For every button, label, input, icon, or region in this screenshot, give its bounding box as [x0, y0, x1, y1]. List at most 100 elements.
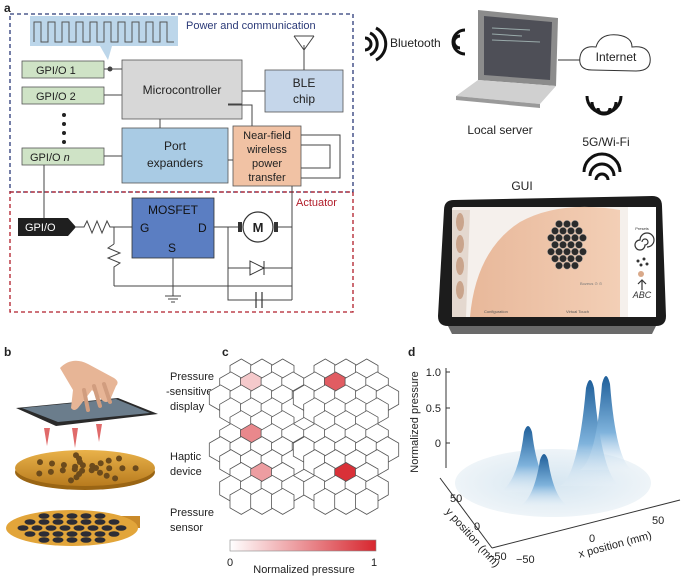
wifi-label: 5G/Wi-Fi — [582, 135, 629, 149]
gui-actuator-dot — [567, 254, 575, 263]
gui-abc: ABC — [632, 290, 652, 300]
sensor-cell — [66, 519, 78, 525]
sensor-cell — [108, 531, 120, 537]
gui-actuator-dot — [575, 227, 583, 235]
actuator-dot — [68, 477, 74, 484]
microcontroller-label: Microcontroller — [143, 83, 222, 97]
hand-icon — [638, 271, 644, 277]
sensor-cell — [38, 531, 50, 537]
colorbar-min: 0 — [227, 557, 233, 569]
y-tick-3: −50 — [488, 551, 507, 563]
display-label-2: -sensitive — [166, 386, 212, 398]
nfc-label-3: power — [252, 158, 282, 170]
gate-label: G — [140, 221, 149, 235]
gpio2-label: GPI/O 2 — [36, 91, 76, 103]
sensor-cell — [38, 513, 50, 519]
wifi-icon — [451, 28, 466, 56]
actuator-box — [9, 191, 354, 313]
sensor-cell — [87, 525, 99, 531]
ellipsis-dot — [62, 113, 66, 117]
gui-actuator-dot — [567, 227, 575, 235]
haptic-device-illustration — [15, 450, 155, 490]
panel-label-c: c — [222, 345, 229, 359]
sensor-cell — [52, 537, 64, 543]
gui-actuator-dot — [547, 247, 555, 256]
microcontroller-box — [121, 59, 243, 120]
actuator-dot — [105, 457, 112, 464]
actuator-label: Actuator — [296, 197, 337, 209]
hex-heatmap — [208, 358, 400, 515]
motor-terminal — [274, 222, 278, 232]
actuator-dot — [89, 462, 96, 469]
ble-label-2: chip — [293, 92, 315, 106]
tablet-gui — [438, 196, 666, 334]
actuator-dot — [79, 462, 86, 469]
local-server-label: Local server — [467, 123, 532, 137]
gui-actuator-dot — [555, 220, 563, 228]
power-comm-label: Power and communication — [186, 20, 316, 32]
sensor-cell — [73, 525, 85, 531]
actuator-dot — [37, 459, 43, 466]
gui-actuator-dot — [559, 254, 567, 263]
nfc-box — [232, 125, 302, 187]
wire — [278, 226, 293, 300]
sensor-cell — [108, 519, 120, 525]
sensor-cell — [80, 513, 92, 519]
sensor-cell — [66, 537, 78, 543]
peak — [520, 454, 568, 506]
pressure-sensor-illustration — [6, 510, 140, 546]
gui-actuator-dot — [563, 234, 571, 242]
colorbar-label: Normalized pressure — [253, 564, 354, 576]
display-label-3: display — [170, 401, 205, 413]
nfc-label-4: transfer — [248, 172, 286, 184]
gui-actuator-dot — [571, 220, 579, 228]
gpio1-label: GPI/O 1 — [36, 65, 76, 77]
display-label-1: Pressure — [170, 371, 214, 383]
z-axis-label: Normalized pressure — [409, 371, 421, 472]
surface-plot: 1.0 0.5 0 Normalized pressure 50 0 −50 −… — [409, 367, 681, 570]
sensor-cell — [24, 519, 36, 525]
actuator-dot — [116, 455, 122, 462]
sensor-cell — [59, 525, 71, 531]
actuator-dot — [59, 467, 66, 474]
avatar-icons — [456, 213, 464, 299]
sensor-cell — [38, 537, 50, 543]
panel-label-a: a — [4, 1, 11, 15]
sensor-label-2: sensor — [170, 522, 203, 534]
sensor-cell — [52, 513, 64, 519]
coil-icon — [301, 134, 341, 179]
gui-wifi-icon — [582, 152, 622, 181]
ble-label-1: BLE — [293, 76, 316, 90]
sensor-cell — [31, 525, 43, 531]
actuator-dot — [47, 468, 54, 475]
sensor-cell — [66, 531, 78, 537]
resistor-icon — [106, 243, 122, 286]
sensor-cell — [38, 519, 50, 525]
sensor-cell — [80, 531, 92, 537]
gui-actuator-dot — [563, 247, 571, 256]
gui-actuator-dot — [571, 247, 579, 256]
actuator-dot — [97, 460, 104, 467]
sensor-cell — [45, 525, 57, 531]
gui-actuator-dot — [563, 261, 571, 270]
gui-actuator-dot — [579, 234, 587, 242]
square-wave — [33, 21, 174, 43]
internet-label: Internet — [596, 50, 637, 64]
y-tick-2: 0 — [474, 521, 480, 533]
actuator-dot — [49, 460, 55, 467]
spiral-icon — [634, 232, 655, 251]
actuator-dot — [112, 475, 119, 482]
panel-label-d: d — [408, 345, 415, 359]
cloud-icon — [579, 34, 651, 72]
gpion-label: GPI/O n — [30, 152, 70, 164]
power-comm-box — [9, 13, 354, 193]
motor-label: M — [253, 220, 264, 235]
port-expanders-box — [121, 127, 229, 184]
x-tick-2: 0 — [589, 533, 595, 545]
gpio-actuator-tag — [18, 218, 76, 236]
gui-actuator-dot — [559, 227, 567, 235]
port-label-1: Port — [164, 139, 187, 153]
actuator-dot — [97, 469, 103, 476]
colorbar-max: 1 — [371, 557, 377, 569]
gui-actuator-dot — [547, 234, 555, 242]
